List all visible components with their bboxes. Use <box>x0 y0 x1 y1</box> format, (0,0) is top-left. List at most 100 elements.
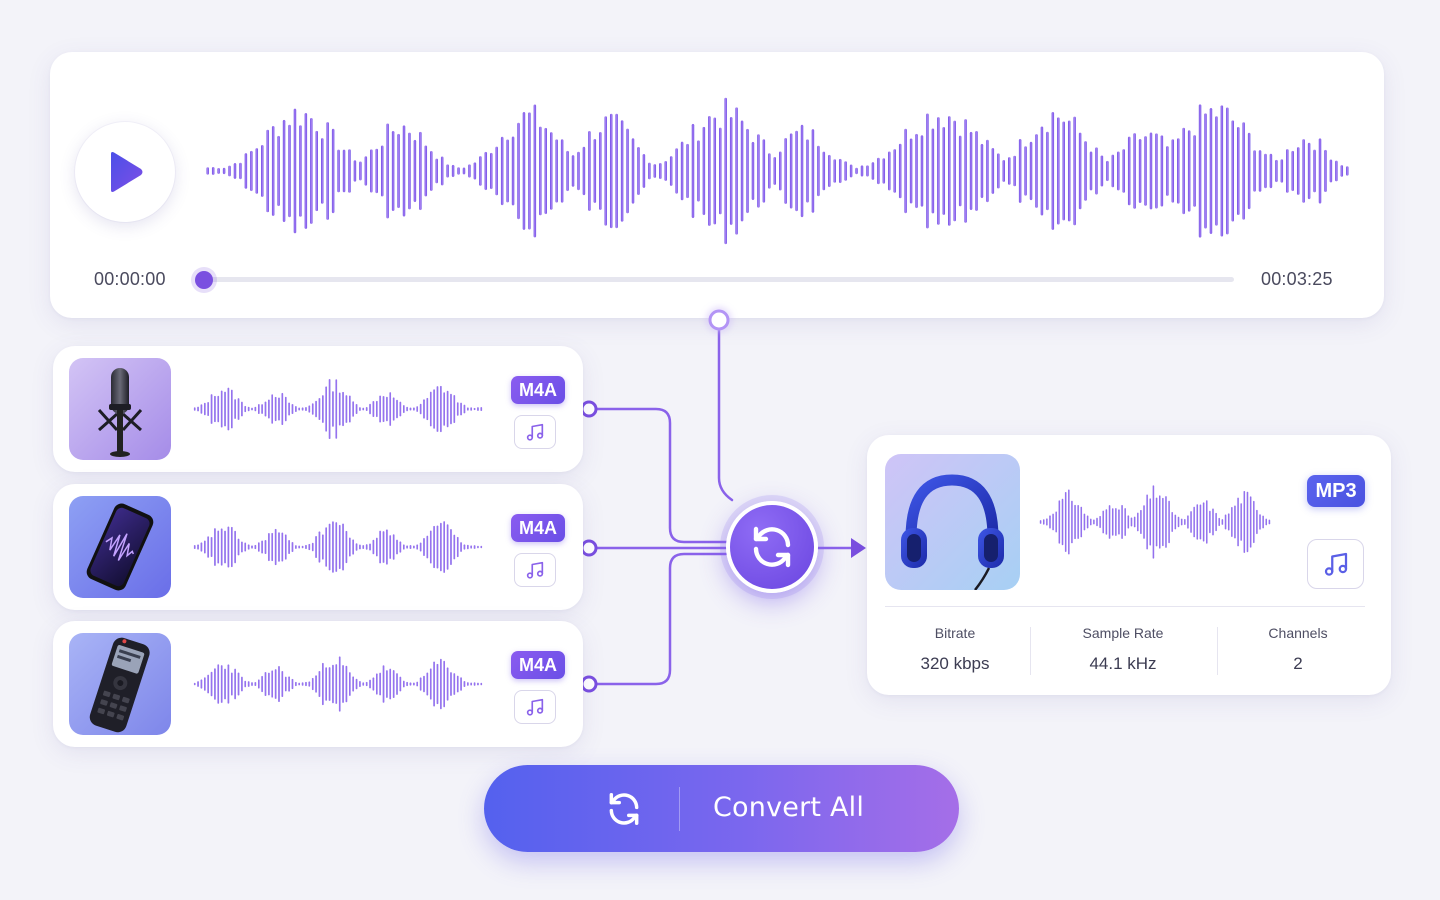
wave-bar <box>224 391 226 427</box>
wave-bar <box>719 127 722 215</box>
wave-bar <box>1262 515 1264 529</box>
wave-bar <box>349 537 351 557</box>
wave-bar <box>1346 166 1349 176</box>
wave-bar <box>409 682 412 686</box>
wave-bar <box>522 112 526 230</box>
wave-bar <box>220 390 223 428</box>
wave-bar <box>288 124 291 218</box>
wave-bar <box>779 151 782 191</box>
wave-bar <box>686 143 689 199</box>
wave-bar <box>477 545 479 549</box>
wave-bar <box>308 405 311 413</box>
wave-bar <box>224 668 226 700</box>
wave-bar <box>975 131 978 211</box>
wave-bar <box>318 397 321 421</box>
wave-bar <box>1138 138 1142 204</box>
wave-bar <box>1204 113 1207 229</box>
play-button[interactable] <box>75 122 175 222</box>
wave-bar <box>396 399 398 419</box>
wave-bar <box>659 162 662 180</box>
wave-bar <box>620 120 624 222</box>
wave-bar <box>1130 517 1133 527</box>
wave-bar <box>419 677 422 691</box>
wave-bar <box>1162 497 1164 547</box>
wave-bar <box>1296 147 1300 195</box>
wave-bar <box>210 536 213 558</box>
wave-bar <box>1280 159 1284 183</box>
convert-hub-button[interactable] <box>726 501 818 593</box>
connector-player <box>717 318 734 502</box>
wave-bar <box>1256 509 1258 535</box>
wave-bar <box>389 535 392 559</box>
progress-handle[interactable] <box>195 271 213 289</box>
wave-bar <box>460 402 462 416</box>
wave-bar <box>200 679 203 689</box>
wave-bar <box>322 534 324 560</box>
wave-bar <box>453 534 456 560</box>
format-badge: M4A <box>511 651 566 679</box>
wave-bar <box>893 149 896 193</box>
output-music-button[interactable] <box>1307 539 1364 589</box>
source-file-1[interactable]: M4A <box>53 346 583 472</box>
wave-bar <box>261 540 263 554</box>
wave-bar <box>389 392 392 426</box>
wave-bar <box>1329 159 1333 183</box>
wave-bar <box>399 401 402 417</box>
progress-track[interactable] <box>204 277 1234 282</box>
wave-bar <box>315 130 318 212</box>
wave-bar <box>386 396 388 422</box>
spec-label: Sample Rate <box>1082 625 1164 641</box>
wave-bar <box>359 161 362 181</box>
music-file-button[interactable] <box>514 415 556 449</box>
wave-bar <box>470 545 472 549</box>
output-file[interactable]: MP3 Bitrate 320 kbps Sample Rate 44.1 kH… <box>867 435 1391 695</box>
wave-bar <box>991 148 995 194</box>
wave-bar <box>325 386 327 432</box>
wave-bar <box>271 125 275 217</box>
wave-bar <box>359 407 361 411</box>
wave-bar <box>838 158 842 184</box>
wave-bar <box>456 536 459 558</box>
wave-bar <box>247 406 250 412</box>
wave-bar <box>1198 104 1202 238</box>
wave-bar <box>423 538 425 556</box>
wave-bar <box>470 682 472 686</box>
wave-bar <box>1067 120 1071 222</box>
music-file-button[interactable] <box>514 553 556 587</box>
wave-bar <box>1275 159 1278 183</box>
wave-bar <box>268 672 270 696</box>
wave-bar <box>204 540 206 554</box>
audio-player: 00:00:00 00:03:25 <box>50 52 1384 318</box>
wave-bar <box>220 528 223 566</box>
wave-bar <box>244 680 247 688</box>
wave-bar <box>237 672 240 696</box>
wave-bar <box>217 395 220 423</box>
current-time: 00:00:00 <box>94 269 166 289</box>
wave-bar <box>1100 155 1104 187</box>
main-waveform[interactable] <box>205 88 1350 254</box>
wave-bar <box>566 150 569 192</box>
wave-bar <box>419 542 422 552</box>
wave-bar <box>599 131 602 211</box>
wave-bar <box>328 523 331 571</box>
wave-bar <box>322 395 324 423</box>
wave-bar <box>423 399 425 419</box>
source-file-3[interactable]: M4A <box>53 621 583 747</box>
wave-bar <box>456 675 459 693</box>
wave-bar <box>355 543 358 551</box>
wave-bar <box>1111 154 1115 188</box>
wave-bar <box>669 156 673 186</box>
wave-bar <box>264 401 267 417</box>
output-format-badge: MP3 <box>1307 475 1365 507</box>
music-file-button[interactable] <box>514 690 556 724</box>
wave-bar <box>1231 507 1233 537</box>
convert-all-button[interactable]: Convert All <box>484 765 959 852</box>
wave-bar <box>251 682 253 686</box>
wave-bar <box>372 401 375 417</box>
wave-bar <box>376 400 378 418</box>
wave-bar <box>1258 150 1262 192</box>
source-file-2[interactable]: M4A <box>53 484 583 610</box>
wave-bar <box>958 135 962 207</box>
wave-bar <box>446 524 449 570</box>
wave-bar <box>1133 516 1136 528</box>
